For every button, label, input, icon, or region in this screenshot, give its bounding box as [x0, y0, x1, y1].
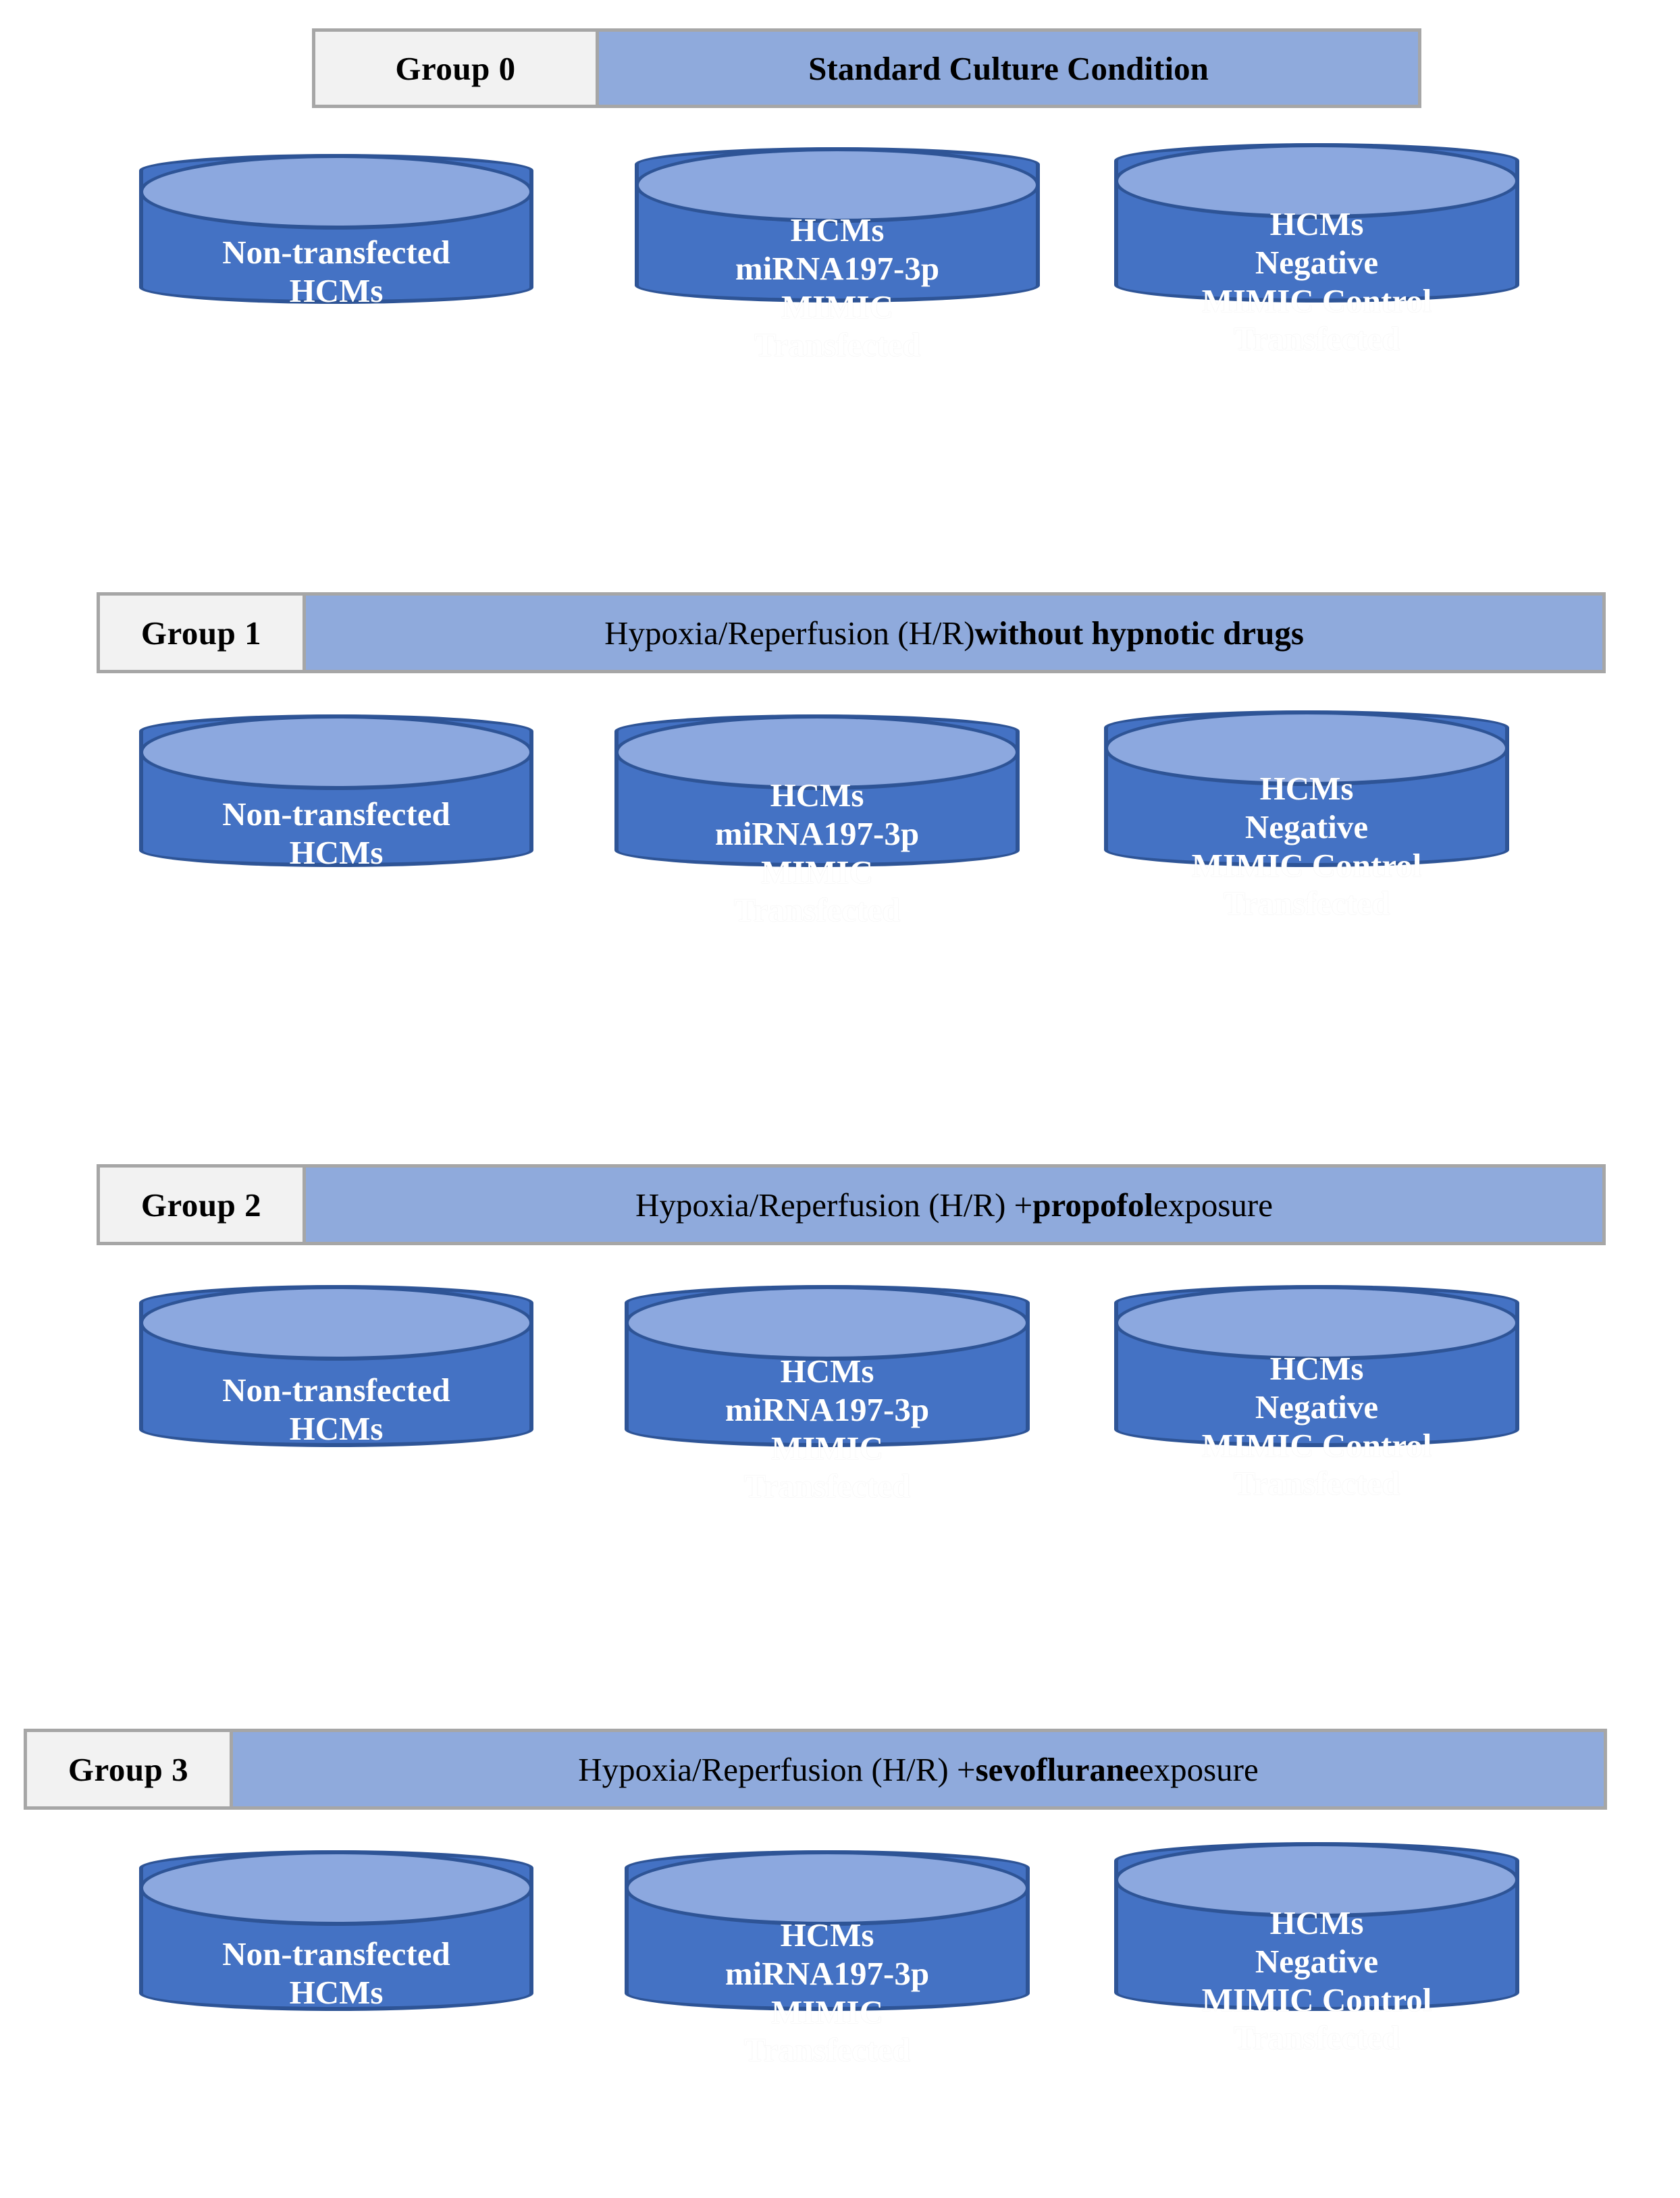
condition-text-plain: Hypoxia/Reperfusion (H/R): [604, 614, 975, 652]
cylinder-label-line: MIMIC Control: [1201, 1426, 1432, 1464]
cylinder-label-line: Negative: [1255, 1942, 1379, 1980]
cylinder-label-line: Transfected: [743, 1467, 911, 1505]
cylinder-label-line: miRNA197-3p: [714, 814, 920, 852]
cylinder-label-line: Non-transfected: [222, 234, 450, 271]
condition-text-emphasis: without hypnotic drugs: [974, 614, 1304, 652]
cylinder-label-line: HCMs: [289, 833, 384, 871]
cylinder-label-line: Transfected: [1233, 320, 1400, 358]
cylinder-label-line: Non-transfected: [222, 795, 450, 833]
cylinder-label-line: Transfected: [1233, 2019, 1400, 2057]
cylinder-top-ellipse: [139, 154, 533, 230]
condition-text-emphasis: sevoflurane: [975, 1750, 1139, 1788]
group-condition-1: Hypoxia/Reperfusion (H/R) without hypnot…: [306, 592, 1606, 673]
group-condition-2: Hypoxia/Reperfusion (H/R) + propofol exp…: [306, 1164, 1606, 1245]
group-condition-0: Standard Culture Condition: [599, 28, 1421, 108]
cylinder-label-line: MIMIC: [770, 1429, 884, 1467]
group-label-2: Group 2: [97, 1164, 306, 1245]
cylinder-top-ellipse: [625, 1285, 1030, 1361]
group-label-3: Group 3: [24, 1729, 233, 1810]
cylinder-label-line: HCMs: [780, 1916, 874, 1954]
cylinder-label-line: HCMs: [289, 271, 384, 309]
group-label-1: Group 1: [97, 592, 306, 673]
condition-text: Standard Culture Condition: [808, 49, 1209, 87]
condition-text-plain: Hypoxia/Reperfusion (H/R) +: [635, 1186, 1033, 1224]
cylinder-label-line: Transfected: [743, 2031, 911, 2069]
cylinder-top-ellipse: [139, 714, 533, 790]
cylinder-label-line: MIMIC: [770, 1993, 884, 2031]
cylinder-label-line: Transfected: [1223, 885, 1390, 922]
cylinder-label-line: HCMs: [790, 211, 885, 248]
cylinder-label-line: HCMs: [1269, 1904, 1364, 1941]
cylinder-label-line: HCMs: [770, 777, 864, 814]
cylinder-label-line: MIMIC Control: [1201, 1981, 1432, 2018]
cylinder-label-line: HCMs: [1259, 770, 1354, 807]
cylinder-label-line: Transfected: [754, 326, 921, 364]
cylinder-top-ellipse: [635, 147, 1040, 223]
group-label-0: Group 0: [312, 28, 599, 108]
cylinder-label-line: HCMs: [1269, 1350, 1364, 1387]
cylinder-label-line: Transfected: [1233, 1465, 1400, 1502]
group-condition-3: Hypoxia/Reperfusion (H/R) + sevoflurane …: [233, 1729, 1607, 1810]
condition-text-tail: exposure: [1153, 1186, 1273, 1224]
condition-text-tail: exposure: [1138, 1750, 1259, 1788]
cylinder-label-line: Negative: [1255, 1388, 1379, 1425]
cylinder-top-ellipse: [625, 1850, 1030, 1926]
condition-text-emphasis: propofol: [1032, 1186, 1154, 1224]
cylinder-label-line: Non-transfected: [222, 1371, 450, 1409]
cylinder-label-line: Transfected: [733, 891, 901, 929]
cylinder-label-line: MIMIC Control: [1191, 846, 1422, 884]
cylinder-label-line: MIMIC: [781, 288, 894, 325]
cylinder-label-line: Non-transfected: [222, 1935, 450, 1972]
condition-text-plain: Hypoxia/Reperfusion (H/R) +: [578, 1750, 976, 1788]
cylinder-label-line: miRNA197-3p: [725, 1954, 930, 1992]
cylinder-top-ellipse: [139, 1850, 533, 1926]
cylinder-label-line: HCMs: [289, 1973, 384, 2011]
cylinder-top-ellipse: [614, 714, 1020, 790]
cylinder-label-line: MIMIC Control: [1201, 282, 1432, 319]
cylinder-label-line: HCMs: [780, 1353, 874, 1390]
cylinder-label-line: HCMs: [289, 1409, 384, 1447]
cylinder-label-line: miRNA197-3p: [735, 249, 940, 287]
cylinder-top-ellipse: [1114, 1285, 1519, 1361]
cylinder-top-ellipse: [1114, 1842, 1519, 1918]
cylinder-label-line: HCMs: [1269, 205, 1364, 242]
cylinder-top-ellipse: [139, 1285, 533, 1361]
group-header-0: Group 0 Standard Culture Condition: [312, 28, 1421, 108]
cylinder-top-ellipse: [1104, 710, 1509, 786]
cylinder-top-ellipse: [1114, 143, 1519, 219]
cylinder-label-line: Negative: [1244, 808, 1369, 845]
cylinder-label-line: MIMIC: [760, 853, 874, 891]
cylinder-label-line: miRNA197-3p: [725, 1390, 930, 1428]
cylinder-label-line: Negative: [1255, 243, 1379, 281]
